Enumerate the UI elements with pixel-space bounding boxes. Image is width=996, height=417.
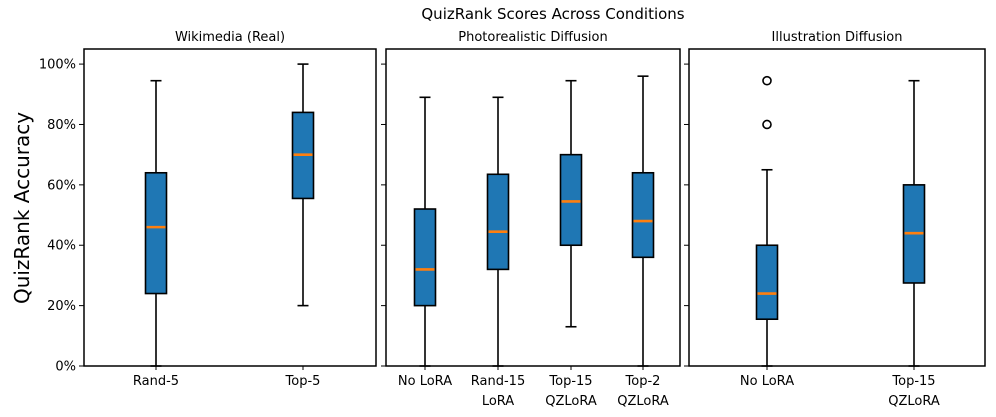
subplot-frame — [688, 48, 986, 367]
y-tick-label: 40% — [47, 239, 76, 254]
subplot-panels: Wikimedia (Real) 0% 20% 40% 60% 80% 100% Rand-5… — [39, 30, 986, 409]
iqr-box — [486, 173, 510, 271]
subplot-title: Illustration Diffusion — [772, 30, 903, 45]
box-1: No LoRA — [740, 75, 794, 389]
subplot-title: Photorealistic Diffusion — [458, 30, 608, 45]
subplot-3: Illustration Diffusion No LoRA Top-15QZLoR… — [684, 30, 986, 409]
box-2: Top-5 — [285, 63, 321, 389]
y-tick-label: 80% — [47, 118, 76, 133]
y-axis-label: QuizRank Accuracy — [10, 112, 34, 304]
subplot-frame — [385, 48, 681, 367]
y-tick-label: 60% — [47, 178, 76, 193]
iqr-box — [144, 171, 168, 295]
x-tick-label: LoRA — [482, 394, 514, 409]
box-1: Rand-5 — [133, 79, 179, 389]
outlier-point — [762, 75, 772, 86]
x-tick-label: QZLoRA — [545, 394, 597, 409]
subplot-2: Photorealistic Diffusion No LoRA Rand-15Lo… — [381, 30, 681, 409]
figure-title: QuizRank Scores Across Conditions — [421, 5, 684, 23]
box-1: No LoRA — [398, 96, 452, 389]
x-tick-label: Top-2 — [625, 374, 661, 389]
iqr-box — [631, 171, 655, 259]
x-tick-label: QZLoRA — [888, 394, 940, 409]
y-tick-label: 20% — [47, 299, 76, 314]
x-tick-label: No LoRA — [398, 374, 452, 389]
iqr-box — [413, 208, 437, 307]
subplot-frame — [83, 48, 377, 367]
y-tick-label: 0% — [55, 360, 76, 375]
x-tick-label: Rand-15 — [471, 374, 525, 389]
x-tick-label: No LoRA — [740, 374, 794, 389]
x-tick-label: Top-15 — [891, 374, 935, 389]
iqr-box — [755, 244, 779, 321]
x-tick-label: Top-15 — [548, 374, 592, 389]
x-tick-label: Top-5 — [285, 374, 321, 389]
iqr-box — [559, 153, 583, 247]
x-tick-label: QZLoRA — [617, 394, 669, 409]
x-tick-label: Rand-5 — [133, 374, 179, 389]
y-tick-label: 100% — [39, 58, 76, 73]
subplot-1: Wikimedia (Real) 0% 20% 40% 60% 80% 100% Rand-5… — [39, 30, 377, 389]
subplot-title: Wikimedia (Real) — [175, 30, 285, 45]
outlier-point — [762, 119, 772, 130]
